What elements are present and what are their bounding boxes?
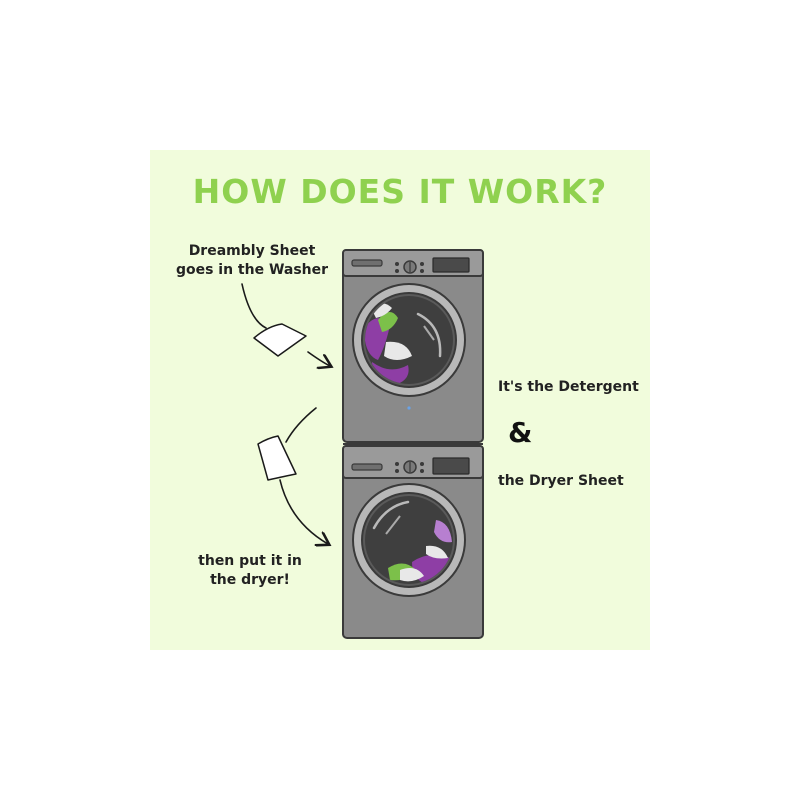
curved-arrow-icon	[285, 407, 317, 443]
caption-dryer-sheet: the Dryer Sheet	[498, 473, 624, 489]
dryer-icon	[342, 445, 484, 639]
ampersand: &	[508, 416, 533, 449]
caption-dryer: then put it in the dryer!	[175, 552, 325, 590]
page-title: HOW DOES IT WORK?	[192, 172, 608, 211]
illustration	[241, 249, 484, 639]
curved-arrow-icon	[241, 283, 267, 329]
caption-dryer-line-1: then put it in	[198, 553, 302, 569]
caption-washer-line-2: goes in the Washer	[175, 262, 329, 278]
curved-arrow-icon	[307, 351, 330, 366]
dryer-sheet-icon	[253, 323, 307, 357]
caption-dryer-line-2: the dryer!	[210, 572, 290, 588]
caption-detergent: It's the Detergent	[498, 379, 639, 395]
curved-arrow-icon	[279, 479, 328, 544]
washing-machine-icon	[342, 249, 484, 443]
caption-washer-line-1: Dreambly Sheet	[188, 243, 316, 259]
caption-washer: Dreambly Sheet goes in the Washer	[162, 242, 342, 280]
dryer-sheet-icon	[257, 435, 297, 481]
infographic-panel: HOW DOES IT WORK?	[150, 150, 650, 650]
